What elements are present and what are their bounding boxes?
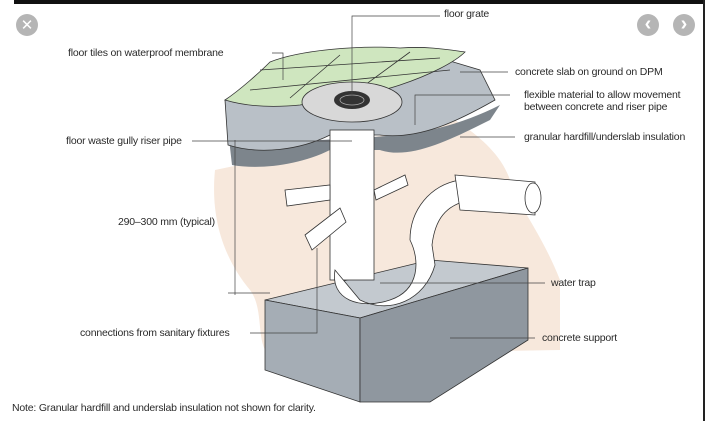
slab-underside [228, 105, 500, 167]
connection-pipe-1 [284, 184, 331, 207]
right-border [703, 0, 705, 421]
next-image-button[interactable]: › [673, 14, 695, 36]
floor-tiles [224, 46, 466, 107]
close-icon: ✕ [20, 16, 34, 34]
label-connections: connections from sanitary fixtures [80, 327, 230, 339]
support-front [264, 299, 361, 403]
diagram-note: Note: Granular hardfill and underslab in… [12, 402, 316, 414]
water-trap [334, 179, 471, 307]
label-dimension: 290–300 mm (typical) [118, 216, 215, 228]
connection-pipe-2 [304, 207, 347, 251]
close-button[interactable]: ✕ [16, 14, 38, 36]
riser-pipe [329, 129, 375, 281]
label-granular-hardfill: granular hardfill/underslab insulation [524, 131, 686, 143]
support-side [359, 267, 529, 403]
label-floor-tiles: floor tiles on waterproof membrane [68, 47, 224, 59]
top-border [14, 0, 704, 4]
label-concrete-support: concrete support [542, 332, 618, 344]
label-flexible-material-1: flexible material to allow movement [524, 89, 681, 101]
label-concrete-slab: concrete slab on ground on DPM [515, 66, 663, 78]
label-riser-pipe: floor waste gully riser pipe [66, 135, 182, 147]
label-floor-grate: floor grate [444, 8, 490, 20]
label-water-trap: water trap [551, 277, 596, 289]
outlet-pipe [454, 174, 536, 216]
leader-lines [192, 15, 545, 339]
previous-image-button[interactable]: ‹ [637, 14, 659, 36]
connection-pipe-3 [373, 174, 409, 201]
chevron-right-icon: › [680, 12, 688, 35]
chevron-left-icon: ‹ [644, 12, 652, 35]
label-flexible-material-2: between concrete and riser pipe [524, 101, 668, 113]
